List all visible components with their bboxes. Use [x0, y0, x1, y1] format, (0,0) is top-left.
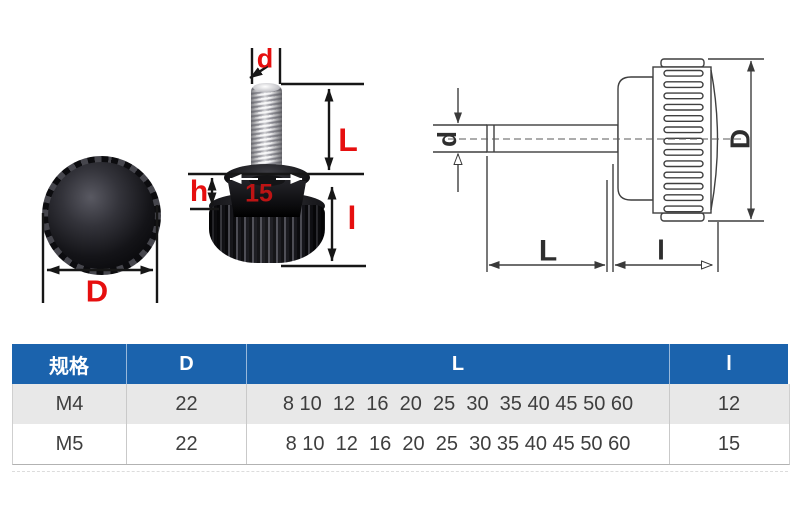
knob-front-dome	[48, 162, 155, 269]
technical-drawing	[433, 58, 764, 272]
side-label-thread-15: 15	[245, 179, 273, 208]
drawing-dim-L-l	[486, 156, 719, 272]
cell-spec: M5	[13, 424, 127, 464]
drawing-label-l: l	[657, 235, 665, 266]
cell-L: 8 10 12 16 20 25 30 35 40 45 50 60	[247, 424, 670, 464]
drawing-hub	[617, 76, 654, 201]
cell-l: 12	[717, 392, 741, 415]
table-row-m4: M4 22 8 10 12 16 20 25 30 35 40 45 50 60…	[13, 384, 789, 424]
drawing-dim-d	[433, 88, 487, 192]
drawing-label-L: L	[539, 235, 557, 268]
side-label-d: d	[256, 43, 274, 74]
screw-shaft-base-shadow	[249, 175, 285, 186]
table-row-m5: M5 22 8 10 12 16 20 25 30 35 40 45 50 60…	[13, 424, 789, 464]
cell-D: 22	[127, 384, 247, 424]
table-bottom-dashed-line	[12, 471, 788, 472]
cell-L: 8 10 12 16 20 25 30 35 40 45 50 60	[247, 384, 670, 424]
screw-shaft-tip	[253, 83, 280, 92]
drawing-knurl-slots	[663, 69, 704, 213]
header-l: l	[726, 352, 732, 375]
side-label-L: L	[338, 122, 358, 158]
drawing-label-d: d	[432, 131, 462, 147]
header-spec: 规格	[12, 344, 127, 384]
drawing-knob-body	[652, 66, 712, 214]
cell-spec: M4	[13, 384, 127, 424]
front-label-D: D	[85, 273, 109, 309]
spec-table-body: M4 22 8 10 12 16 20 25 30 35 40 45 50 60…	[12, 384, 790, 465]
spec-table-header: 规格 D L l	[12, 344, 788, 384]
header-D: D	[127, 344, 247, 384]
side-label-l: l	[347, 200, 357, 236]
drawing-shaft	[486, 124, 619, 153]
drawing-label-D: D	[725, 129, 756, 149]
cell-D: 22	[127, 424, 247, 464]
drawing-dim-D	[708, 58, 764, 222]
knob-side-collar-body	[227, 181, 307, 217]
side-label-h: h	[189, 175, 209, 208]
header-L: L	[247, 344, 670, 384]
cell-l: 15	[717, 432, 741, 455]
